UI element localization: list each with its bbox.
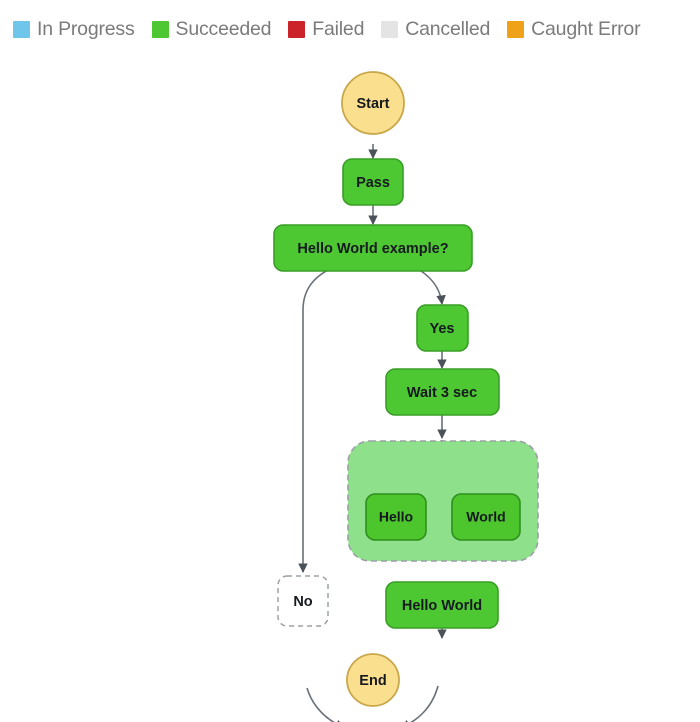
node-no-label: No: [293, 594, 312, 610]
node-no[interactable]: No: [277, 575, 329, 627]
node-pass-shape[interactable]: [342, 158, 404, 206]
node-choice[interactable]: Hello World example?: [273, 224, 473, 272]
edge-choice-to-no: [298, 264, 340, 573]
legend-item-cancelled: Cancelled: [381, 18, 490, 41]
node-wait[interactable]: Wait 3 sec: [385, 368, 500, 416]
node-pass[interactable]: Pass: [342, 158, 404, 206]
node-choice-label: Hello World example?: [297, 241, 448, 257]
node-hello-world[interactable]: Hello World: [385, 581, 499, 629]
node-hello[interactable]: Hello: [365, 493, 427, 541]
legend-label-succeeded: Succeeded: [175, 17, 272, 40]
node-hello-world-label: Hello World: [402, 598, 482, 614]
workflow-svg: Hello World Start Pass: [273, 71, 539, 722]
legend-label-caught-error: Caught Error: [531, 17, 641, 40]
node-start-label: Start: [356, 96, 389, 112]
node-choice-shape[interactable]: [273, 224, 473, 272]
legend-item-in-progress: In Progress: [13, 18, 135, 41]
square-swatch-icon: [507, 20, 525, 38]
node-wait-shape[interactable]: [385, 368, 500, 416]
edge-hello-world-to-end: [400, 685, 439, 722]
node-yes[interactable]: Yes: [416, 304, 469, 352]
node-start[interactable]: Start: [341, 71, 405, 135]
legend-item-caught-error: Caught Error: [507, 17, 641, 41]
node-hello-shape[interactable]: [365, 493, 427, 541]
legend-label-failed: Failed: [312, 17, 365, 40]
node-hello-label: Hello: [379, 509, 413, 525]
legend-item-succeeded: Succeeded: [151, 17, 272, 41]
node-yes-shape[interactable]: [416, 304, 469, 352]
legend-label-cancelled: Cancelled: [405, 17, 491, 40]
square-swatch-icon: [13, 20, 30, 38]
node-no-shape[interactable]: [277, 575, 329, 627]
node-wait-label: Wait 3 sec: [407, 385, 477, 401]
status-legend: In Progress Succeeded Failed Cancelled C…: [0, 0, 700, 58]
workflow-diagram: Hello World Start Pass: [0, 58, 700, 722]
node-start-shape[interactable]: [341, 71, 405, 135]
legend-item-failed: Failed: [288, 18, 364, 41]
square-swatch-icon: [288, 20, 306, 38]
node-world[interactable]: World: [451, 493, 521, 541]
node-world-shape[interactable]: [451, 493, 521, 541]
parallel-state-group[interactable]: Hello World: [347, 440, 539, 562]
node-pass-label: Pass: [356, 175, 390, 191]
node-world-label: World: [466, 509, 505, 525]
node-yes-label: Yes: [430, 321, 455, 337]
edge-no-to-end: [306, 687, 345, 722]
square-swatch-icon: [381, 20, 399, 38]
node-end[interactable]: End: [346, 653, 400, 707]
node-end-shape[interactable]: [346, 653, 400, 707]
node-hello-world-shape[interactable]: [385, 581, 499, 629]
square-swatch-icon: [151, 20, 169, 38]
node-end-label: End: [359, 673, 386, 689]
legend-label-in-progress: In Progress: [37, 17, 135, 40]
